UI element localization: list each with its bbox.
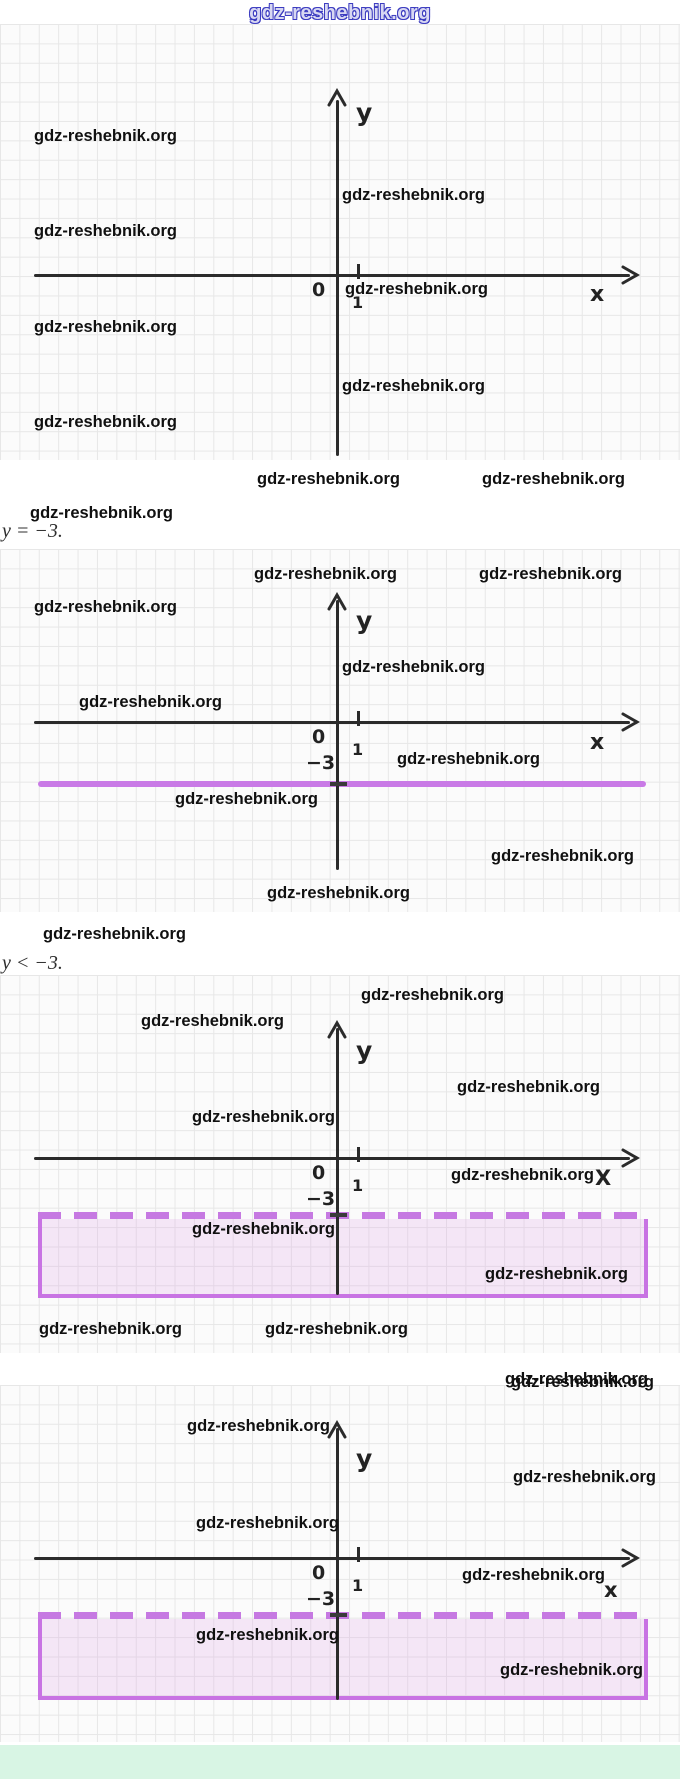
solution-region bbox=[38, 1219, 648, 1298]
y-axis-label: y bbox=[356, 1036, 373, 1065]
x-axis-1 bbox=[34, 274, 630, 277]
watermark: gdz-reshebnik.org bbox=[511, 1373, 655, 1391]
origin-label: 0 bbox=[312, 279, 326, 301]
origin-label: 0 bbox=[312, 1162, 326, 1184]
watermark: gdz-reshebnik.org bbox=[141, 1012, 285, 1030]
watermark: gdz-reshebnik.org bbox=[505, 1370, 649, 1388]
x-tick-1-label: 1 bbox=[352, 293, 364, 312]
y-tick-minus3-label: −3 bbox=[306, 1188, 336, 1210]
watermark: gdz-reshebnik.org bbox=[342, 186, 486, 204]
watermark: gdz-reshebnik.org bbox=[513, 1468, 657, 1486]
x-tick-1-label: 1 bbox=[352, 1176, 364, 1195]
watermark: gdz-reshebnik.org bbox=[79, 693, 223, 711]
watermark: gdz-reshebnik.org bbox=[34, 318, 178, 336]
x-axis-label: x bbox=[590, 282, 605, 307]
x-axis-arrow-icon bbox=[621, 1548, 640, 1568]
solution-region bbox=[38, 1619, 648, 1700]
x-axis-4 bbox=[34, 1557, 630, 1560]
watermark: gdz-reshebnik.org bbox=[30, 504, 174, 522]
x-axis-label: x bbox=[590, 730, 605, 755]
y-axis-4 bbox=[336, 1428, 339, 1700]
watermark: gdz-reshebnik.org bbox=[457, 1078, 601, 1096]
x-axis-label: X bbox=[595, 1166, 612, 1190]
y-tick-minus3-label: −3 bbox=[306, 1588, 336, 1610]
origin-label: 0 bbox=[312, 1562, 326, 1584]
watermark: gdz-reshebnik.org bbox=[192, 1220, 336, 1238]
watermark: gdz-reshebnik.org bbox=[265, 1320, 409, 1338]
x-tick-1 bbox=[357, 1147, 360, 1162]
y-tick-minus3 bbox=[330, 782, 347, 786]
equation-y-less-minus3: y < −3. bbox=[2, 952, 63, 974]
watermark: gdz-reshebnik.org bbox=[462, 1566, 606, 1584]
origin-label: 0 bbox=[312, 726, 326, 748]
watermark: gdz-reshebnik.org bbox=[482, 470, 626, 488]
watermark: gdz-reshebnik.org bbox=[196, 1514, 340, 1532]
x-axis-arrow-icon bbox=[621, 712, 640, 732]
grid-panel-3 bbox=[0, 975, 680, 1353]
watermark: gdz-reshebnik.org bbox=[361, 986, 505, 1004]
watermark: gdz-reshebnik.org bbox=[34, 598, 178, 616]
watermark: gdz-reshebnik.org bbox=[267, 884, 411, 902]
y-axis-arrow-icon bbox=[327, 592, 347, 611]
watermark: gdz-reshebnik.org bbox=[175, 790, 319, 808]
watermark: gdz-reshebnik.org bbox=[397, 750, 541, 768]
watermark: gdz-reshebnik.org bbox=[196, 1626, 340, 1644]
y-axis-label: y bbox=[356, 98, 373, 127]
y-axis-label: y bbox=[356, 606, 373, 635]
x-axis-label: x bbox=[604, 1578, 618, 1602]
x-axis-arrow-icon bbox=[621, 1148, 640, 1168]
watermark: gdz-reshebnik.org bbox=[39, 1320, 183, 1338]
x-tick-1 bbox=[357, 264, 360, 279]
watermark: gdz-reshebnik.org bbox=[257, 470, 401, 488]
grid-panel-4 bbox=[0, 1385, 680, 1742]
y-axis-arrow-icon bbox=[327, 1020, 347, 1039]
footer-bar bbox=[0, 1745, 680, 1779]
page-title: gdz-reshebnik.org bbox=[249, 2, 431, 24]
grid-panel-2 bbox=[0, 549, 680, 912]
watermark: gdz-reshebnik.org bbox=[485, 1265, 629, 1283]
x-tick-1 bbox=[357, 711, 360, 726]
watermark: gdz-reshebnik.org bbox=[34, 413, 178, 431]
watermark: gdz-reshebnik.org bbox=[187, 1417, 331, 1435]
x-tick-1 bbox=[357, 1547, 360, 1562]
watermark: gdz-reshebnik.org bbox=[34, 127, 178, 145]
watermark: gdz-reshebnik.org bbox=[34, 222, 178, 240]
x-axis-3 bbox=[34, 1157, 630, 1160]
y-axis-1 bbox=[336, 100, 339, 456]
watermark: gdz-reshebnik.org bbox=[479, 565, 623, 583]
watermark: gdz-reshebnik.org bbox=[345, 280, 489, 298]
watermark: gdz-reshebnik.org bbox=[342, 377, 486, 395]
y-axis-2 bbox=[336, 600, 339, 870]
y-axis-3 bbox=[336, 1028, 339, 1295]
watermark: gdz-reshebnik.org bbox=[43, 925, 187, 943]
equation-y-equals-minus3: y = −3. bbox=[2, 520, 63, 542]
x-axis-arrow-icon bbox=[621, 265, 640, 285]
y-tick-minus3 bbox=[330, 1613, 347, 1617]
x-axis-2 bbox=[34, 721, 630, 724]
x-tick-1-label: 1 bbox=[352, 1576, 364, 1595]
watermark: gdz-reshebnik.org bbox=[451, 1166, 595, 1184]
watermark: gdz-reshebnik.org bbox=[491, 847, 635, 865]
y-axis-arrow-icon bbox=[327, 88, 347, 107]
watermark: gdz-reshebnik.org bbox=[500, 1661, 644, 1679]
watermark: gdz-reshebnik.org bbox=[342, 658, 486, 676]
y-axis-label: y bbox=[356, 1444, 373, 1473]
x-tick-1-label: 1 bbox=[352, 740, 364, 759]
y-tick-minus3 bbox=[330, 1213, 347, 1217]
y-tick-minus3-label: −3 bbox=[306, 752, 336, 774]
y-axis-arrow-icon bbox=[327, 1420, 347, 1439]
watermark: gdz-reshebnik.org bbox=[254, 565, 398, 583]
watermark: gdz-reshebnik.org bbox=[192, 1108, 336, 1126]
